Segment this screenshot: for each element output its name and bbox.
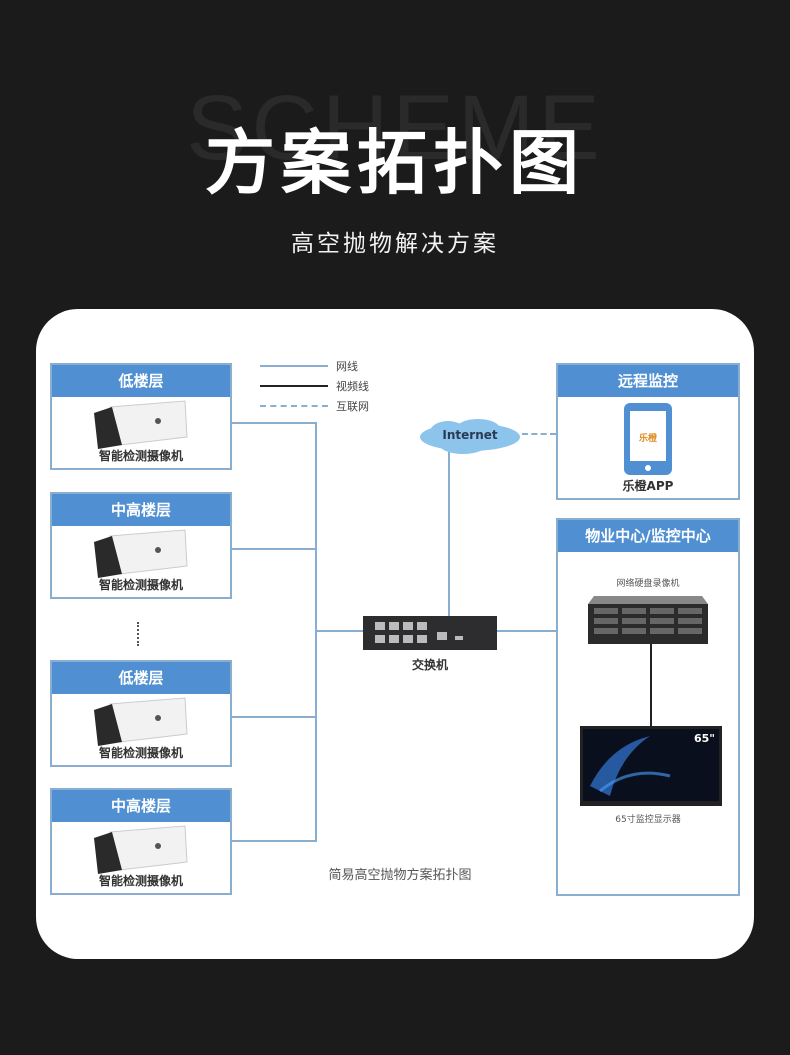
video-line	[650, 644, 652, 754]
floor-header: 中高楼层	[52, 494, 230, 526]
monitor-display-icon	[580, 726, 722, 806]
switch-icon	[363, 616, 497, 650]
camera-group-1: 低楼层 智能检测摄像机	[50, 363, 232, 470]
legend-label: 视频线	[336, 380, 369, 393]
camera-group-2: 中高楼层 智能检测摄像机	[50, 492, 232, 599]
legend-label: 互联网	[336, 400, 369, 413]
display-label: 65寸监控显示器	[615, 815, 681, 825]
remote-monitoring-box: 远程监控 乐橙 乐橙APP	[556, 363, 740, 500]
property-center-box: 物业中心/监控中心 网络硬盘录像机 65" 65寸监控显示器	[556, 518, 740, 896]
camera-icon	[94, 400, 188, 449]
legend-item-network: 网线	[260, 356, 369, 376]
nvr-icon	[588, 596, 708, 644]
legend-network-line-icon	[260, 365, 328, 367]
network-trunk-line	[315, 422, 317, 842]
camera-group-3: 低楼层 智能检测摄像机	[50, 660, 232, 767]
device-label: 智能检测摄像机	[98, 746, 183, 760]
page-subtitle: 高空抛物解决方案	[291, 231, 499, 257]
internet-cloud-icon	[420, 419, 520, 454]
network-line	[232, 716, 317, 718]
legend-item-video: 视频线	[260, 376, 369, 396]
legend-video-line-icon	[260, 385, 328, 387]
network-line	[448, 452, 450, 618]
app-label: 乐橙APP	[622, 479, 674, 493]
diagram-caption: 简易高空抛物方案拓扑图	[328, 868, 472, 883]
camera-icon	[94, 529, 188, 578]
remote-header: 远程监控	[558, 365, 738, 397]
display-size: 65"	[694, 732, 716, 745]
legend: 网线 视频线 互联网	[260, 356, 369, 416]
network-line	[232, 548, 317, 550]
camera-icon	[94, 825, 188, 874]
legend-internet-line-icon	[260, 405, 328, 407]
floor-header: 中高楼层	[52, 790, 230, 822]
camera-icon	[94, 697, 188, 746]
network-line	[497, 630, 557, 632]
page-title: 方案拓扑图	[205, 122, 585, 204]
center-header: 物业中心/监控中心	[558, 520, 738, 552]
background-watermark: SCHEME	[186, 77, 604, 179]
app-logo: 乐橙	[638, 434, 657, 444]
device-label: 智能检测摄像机	[98, 449, 183, 463]
switch-label: 交换机	[411, 658, 448, 672]
legend-item-internet: 互联网	[260, 396, 369, 416]
network-line	[232, 422, 317, 424]
internet-label: Internet	[442, 428, 498, 442]
vertical-dots-icon	[137, 622, 141, 646]
camera-group-4: 中高楼层 智能检测摄像机	[50, 788, 232, 895]
legend-label: 网线	[336, 360, 358, 373]
network-line	[232, 840, 317, 842]
phone-icon	[624, 403, 672, 475]
device-label: 智能检测摄像机	[98, 578, 183, 592]
network-line	[315, 630, 365, 632]
floor-header: 低楼层	[52, 365, 230, 397]
floor-header: 低楼层	[52, 662, 230, 694]
device-label: 智能检测摄像机	[98, 874, 183, 888]
nvr-label: 网络硬盘录像机	[616, 579, 680, 589]
internet-dashed-line	[522, 433, 556, 435]
